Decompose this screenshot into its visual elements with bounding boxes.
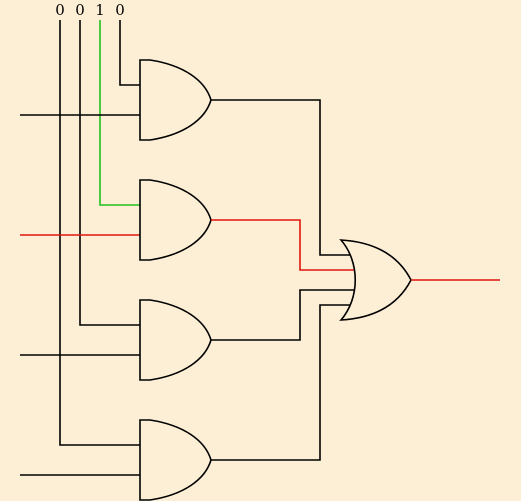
and-gate-1 bbox=[139, 59, 212, 141]
and-gate-3 bbox=[139, 299, 212, 381]
select-wire-2 bbox=[99, 20, 140, 206]
and-gate-2 bbox=[139, 179, 212, 261]
and-output-wire-3 bbox=[211, 289, 355, 341]
and-output-wire-2 bbox=[211, 219, 355, 271]
input-label-0: 0 bbox=[55, 1, 65, 19]
input-label-3: 0 bbox=[115, 1, 125, 19]
and-output-wire-4 bbox=[211, 304, 350, 461]
and-output-wire-1 bbox=[211, 99, 350, 256]
and-gate-4 bbox=[139, 419, 212, 501]
select-wire-0 bbox=[59, 20, 140, 446]
input-label-2: 1 bbox=[95, 1, 105, 19]
input-label-1: 0 bbox=[75, 1, 85, 19]
select-wire-1 bbox=[79, 20, 140, 326]
select-wire-3 bbox=[119, 20, 140, 86]
or-gate bbox=[339, 239, 412, 321]
